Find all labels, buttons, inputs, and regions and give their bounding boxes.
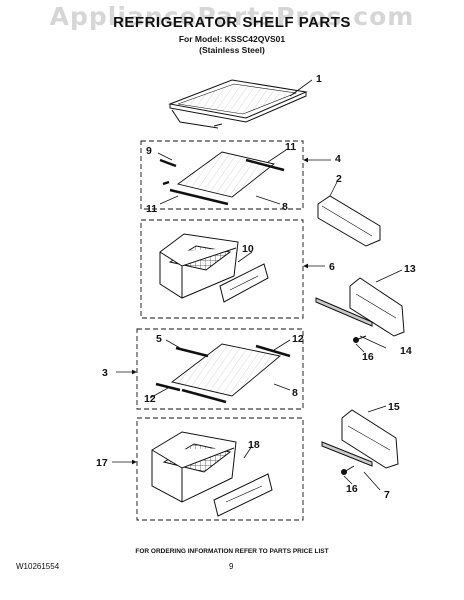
part-7-drawer-slide: [321, 441, 373, 467]
callout-5: 5: [156, 333, 162, 345]
leader-lines: [112, 79, 403, 491]
watermark: AppliancePartsPros.com: [49, 2, 415, 31]
callout-9: 9: [146, 145, 152, 157]
callout-7: 7: [384, 489, 390, 501]
group-box-part-4: [140, 140, 304, 210]
finish-line: (Stainless Steel): [199, 45, 265, 55]
part-2-shelf-bracket: [317, 195, 381, 247]
callout-13: 13: [404, 263, 416, 275]
page-number: 9: [229, 562, 234, 571]
group-box-part-17: [136, 417, 304, 521]
part-16-screw-upper: [353, 335, 367, 343]
document-number: W10261554: [16, 562, 60, 571]
part-18-crisper-drawer-front: [213, 473, 273, 517]
callout-6: 6: [329, 261, 335, 273]
ordering-info-note: FOR ORDERING INFORMATION REFER TO PARTS …: [135, 548, 329, 555]
callout-2: 2: [336, 173, 342, 185]
part-13-drawer-cover: [349, 277, 405, 337]
part-6-crisper-drawer-front: [219, 263, 269, 303]
callout-12-top: 12: [292, 333, 304, 345]
callout-4: 4: [335, 153, 341, 165]
group-box-part-3: [136, 328, 304, 410]
part-15-drawer-cover: [341, 409, 399, 469]
callout-14: 14: [400, 345, 412, 357]
callout-8-bottom: 8: [292, 387, 298, 399]
callout-11-top: 11: [285, 141, 296, 153]
part-10-crisper-pan: [159, 233, 239, 299]
callout-16-lower: 16: [346, 483, 358, 495]
callout-10: 10: [242, 243, 254, 255]
callout-15: 15: [388, 401, 400, 413]
lower-shelf-glass-with-trims: [155, 343, 291, 404]
callout-12-bottom: 12: [144, 393, 156, 405]
callout-1: 1: [316, 73, 322, 85]
part-14-drawer-slide: [315, 297, 373, 327]
model-line: For Model: KSSC42QVS01: [178, 34, 286, 44]
callout-16-upper: 16: [362, 351, 374, 363]
shelf-glass-with-trims: [159, 151, 285, 206]
callout-3: 3: [102, 367, 108, 379]
callout-8-top: 8: [282, 201, 288, 213]
callout-17: 17: [96, 457, 108, 469]
callout-18: 18: [248, 439, 260, 451]
group-box-part-6: [140, 219, 304, 319]
callout-11-bottom: 11: [146, 203, 157, 215]
part-1-glass-shelf-assembly: [168, 79, 308, 129]
part-17-crisper-pan: [151, 431, 237, 503]
page-title: REFRIGERATOR SHELF PARTS: [113, 14, 351, 31]
part-16-screw-lower: [341, 465, 355, 475]
